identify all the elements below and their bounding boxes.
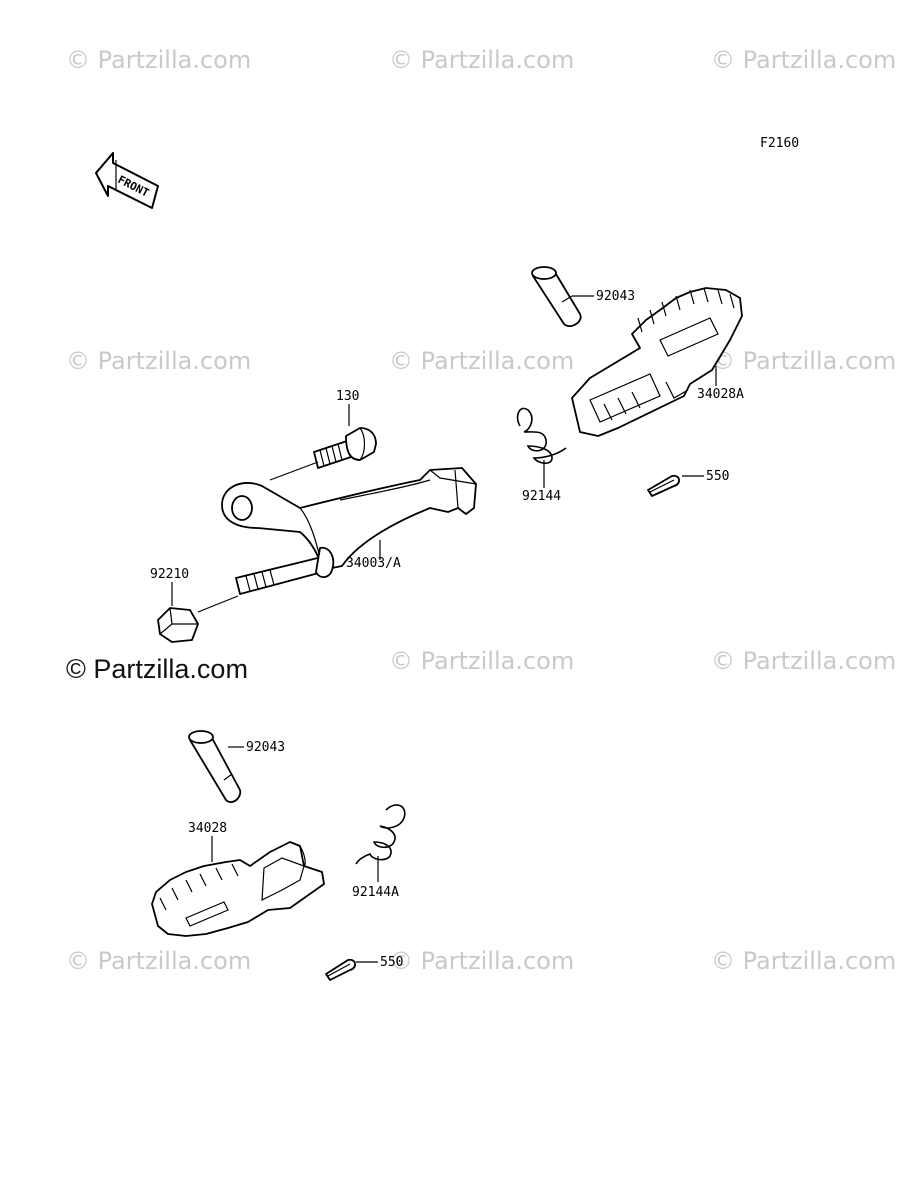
brake-pedal-drawing (221, 467, 477, 595)
footpeg-right-drawing (571, 287, 743, 437)
callout-footpeg-right: 34028A (697, 387, 744, 402)
watermark-6: © Partzilla.com (711, 347, 897, 375)
watermark-7: © Partzilla.com (389, 647, 575, 675)
callout-footpeg-left: 34028 (188, 821, 227, 836)
watermark-10: © Partzilla.com (389, 947, 575, 975)
callout-nut: 92210 (150, 567, 189, 582)
callout-bolt: 130 (336, 389, 359, 404)
callout-brake-pedal: 34003/A (346, 556, 401, 571)
callout-spring-lower: 92144A (352, 885, 399, 900)
watermark-8: © Partzilla.com (711, 647, 897, 675)
watermark-5: © Partzilla.com (389, 347, 575, 375)
pin-upper-drawing (531, 266, 582, 327)
callout-pin-lower: 92043 (246, 740, 285, 755)
spring-lower-drawing (355, 804, 406, 865)
watermark-1: © Partzilla.com (66, 46, 252, 74)
spring-upper-drawing (516, 407, 567, 465)
copyright-main: © Partzilla.com (66, 654, 248, 684)
watermark-11: © Partzilla.com (711, 947, 897, 975)
callout-spring-upper: 92144 (522, 489, 561, 504)
callout-cotter-upper: 550 (706, 469, 729, 484)
watermark-9: © Partzilla.com (66, 947, 252, 975)
watermark-2: © Partzilla.com (389, 46, 575, 74)
figure-code: F2160 (760, 136, 799, 151)
bolt-drawing (313, 427, 377, 469)
callout-pin-upper: 92043 (596, 289, 635, 304)
front-arrow-icon: FRONT (95, 152, 159, 209)
cotter-lower-drawing (325, 958, 356, 981)
cotter-upper-drawing (647, 474, 680, 497)
watermark-4: © Partzilla.com (66, 347, 252, 375)
callout-cotter-lower: 550 (380, 955, 403, 970)
nut-drawing (157, 607, 199, 643)
assembly-line-bolt (269, 461, 319, 481)
assembly-line-nut (197, 595, 239, 613)
pin-lower-drawing (188, 730, 242, 803)
footpeg-left-drawing (151, 841, 325, 937)
watermark-3: © Partzilla.com (711, 46, 897, 74)
